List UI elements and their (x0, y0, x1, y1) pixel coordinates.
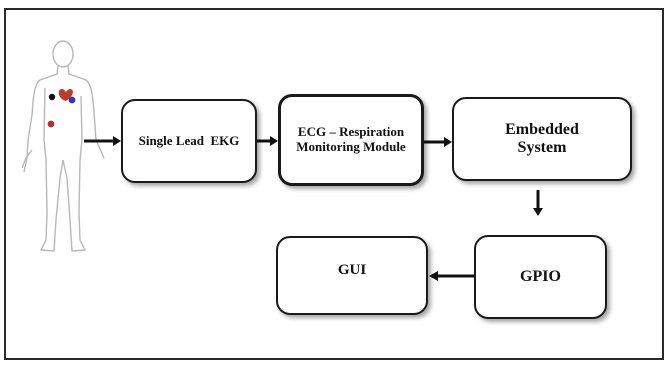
electrode-markers (47, 89, 76, 128)
electrode-red (47, 120, 55, 128)
gpio-label: GPIO (520, 267, 561, 285)
human-figure (21, 40, 105, 252)
embedded-system-label: Embedded System (505, 120, 579, 156)
electrode-blue (68, 96, 76, 104)
ecg-respiration-module-label: ECG – Respiration Monitoring Module (296, 124, 406, 154)
arrows (84, 136, 543, 281)
electrode-black (48, 93, 56, 101)
gpio-block: GPIO (474, 235, 607, 319)
gui-block: GUI (276, 236, 428, 315)
embedded-system-block: Embedded System (452, 97, 632, 181)
gui-label: GUI (337, 262, 367, 278)
single-lead-ekg-block: Single Lead EKG (121, 99, 257, 183)
ecg-respiration-module-block: ECG – Respiration Monitoring Module (278, 94, 424, 186)
single-lead-ekg-label: Single Lead EKG (138, 132, 240, 148)
